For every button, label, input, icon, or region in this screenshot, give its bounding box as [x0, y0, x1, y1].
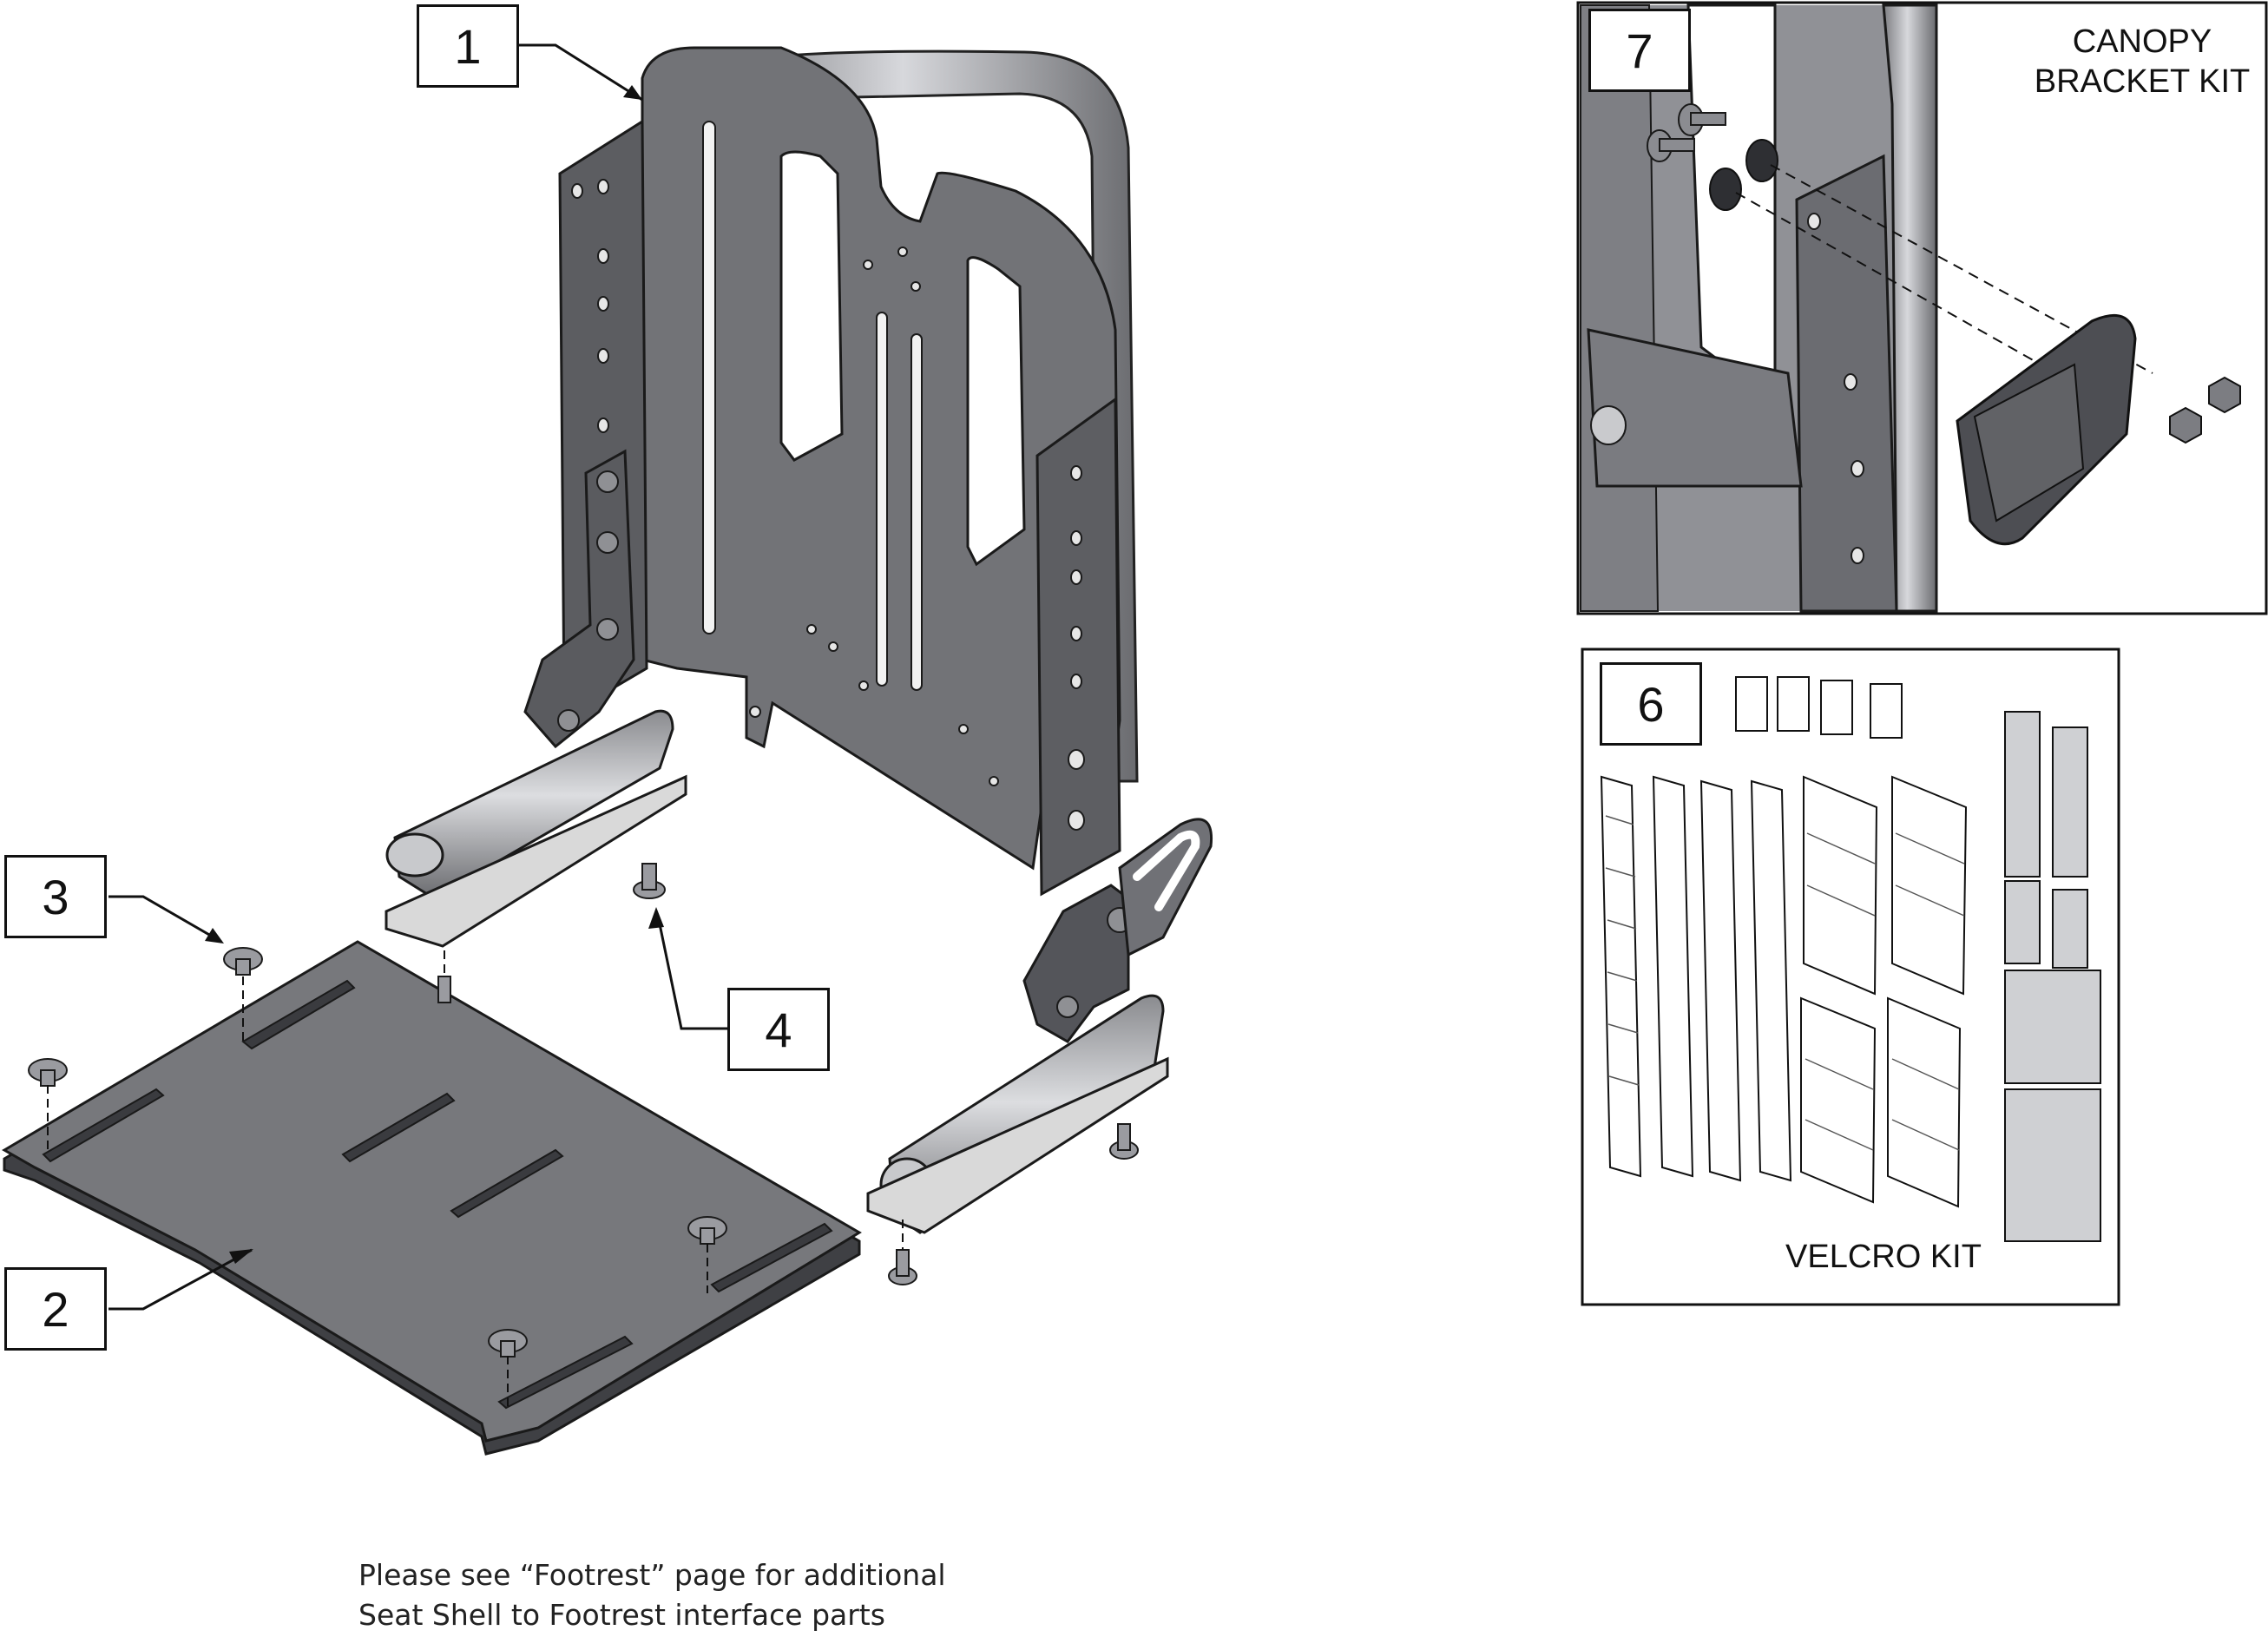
hinge-bolt-right-2 [1056, 996, 1079, 1018]
right-rail-clamp [866, 994, 1169, 1234]
arrowhead-4 [648, 907, 664, 929]
callout-item-3: 3 [4, 855, 107, 938]
velcro-kit-panel [1581, 648, 2120, 1306]
screw-pan-front [488, 1329, 528, 1358]
callout-item-2: 2 [4, 1267, 107, 1351]
velcro-small-strips [1735, 676, 1903, 739]
leader-2 [108, 1248, 253, 1311]
slot-2 [876, 312, 888, 687]
canopy-title-line-2: BRACKET KIT [2034, 63, 2251, 100]
seat-pan-top [2, 940, 862, 1443]
leader-lines [108, 43, 727, 1311]
left-rail-angle [385, 774, 687, 948]
canopy-bracket-kit-panel [1576, 1, 2268, 615]
left-flange-holes [571, 179, 609, 433]
seat-pan-slots [42, 979, 833, 1410]
back-window-lower [966, 256, 1026, 567]
back-frame-assembly [523, 46, 1213, 1043]
closeup-holes [1807, 213, 1864, 564]
screw-pan-right [687, 1216, 727, 1245]
right-rail-angle [866, 1056, 1169, 1234]
canopy-bracket-kit-title: CANOPY BRACKET KIT [2021, 22, 2264, 102]
right-hinge-bracket [1022, 884, 1130, 1043]
callout-item-6: 6 [1600, 662, 1702, 746]
callout-item-1: 1 [417, 4, 519, 88]
left-rail-clamp [385, 709, 687, 948]
velcro-loop-pads [2004, 711, 2101, 1242]
right-side-flange [1035, 397, 1121, 897]
footrest-note: Please see “Footrest” page for additiona… [358, 1555, 946, 1635]
right-flange-holes [1068, 465, 1085, 831]
canopy-nuts [2169, 376, 2241, 444]
slot-3 [910, 333, 923, 691]
leader-3 [108, 895, 222, 943]
canopy-title-line-1: CANOPY [2072, 23, 2212, 60]
arrowhead-1 [623, 85, 642, 100]
velcro-hatch-lines [1605, 815, 1965, 1151]
leader-arrowheads [205, 85, 664, 1264]
canopy-washers [1709, 139, 1778, 211]
arrowhead-2 [229, 1249, 253, 1264]
left-rail-tube-end [385, 832, 444, 878]
leader-4 [656, 915, 727, 1030]
callout-item-4: 4 [727, 988, 830, 1071]
bolt-right-rail-1 [1109, 1123, 1139, 1160]
leader-1 [519, 43, 643, 102]
left-rail-tube [393, 709, 674, 900]
angle-adjust-slot [1133, 830, 1200, 911]
screw-item-3 [223, 947, 263, 976]
bolt-left-rail [437, 976, 451, 1003]
bolt-item-4 [633, 863, 666, 899]
canopy-bracket-hinge [1973, 363, 2085, 523]
arrowhead-3 [205, 928, 224, 943]
closeup-pivot [1590, 405, 1627, 445]
left-hinge-bracket [523, 449, 635, 749]
screw-hardware [28, 863, 1139, 1358]
assembly-dash-lines [47, 950, 904, 1406]
closeup-tube [1882, 3, 1938, 613]
seat-pan [2, 940, 862, 1456]
back-plate-holes [749, 247, 999, 786]
velcro-kit-title: VELCRO KIT [1785, 1239, 1982, 1275]
closeup-frame-left [1580, 4, 1660, 612]
callout-item-7: 7 [1588, 9, 1691, 92]
velcro-wide-pads [1800, 775, 1968, 1208]
footrest-note-line-1: Please see “Footrest” page for additiona… [358, 1558, 946, 1592]
slot-1 [702, 121, 716, 634]
back-window-upper [779, 150, 844, 462]
canopy-screws [1647, 103, 1726, 162]
footrest-note-line-2: Seat Shell to Footrest interface parts [358, 1598, 885, 1632]
hinge-bolts-left [557, 470, 619, 732]
bolt-right-rail-2 [888, 1249, 917, 1285]
screw-pan-left [28, 1058, 68, 1087]
